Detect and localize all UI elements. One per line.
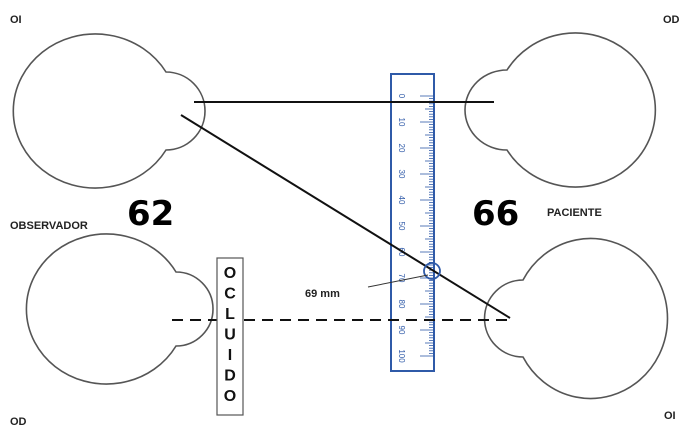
ruler-tick-label: 10 — [397, 118, 406, 127]
occluder-letter: U — [224, 327, 236, 344]
label-top-left: OI — [10, 14, 22, 26]
value-right: 66 — [472, 194, 519, 234]
occluder-letter: C — [224, 286, 236, 303]
ruler-tick-label: 30 — [397, 170, 406, 179]
label-patient: PACIENTE — [547, 207, 602, 219]
measure-circle — [423, 262, 441, 280]
label-bottom-left: OD — [10, 416, 27, 428]
eye-bottom-left — [25, 233, 214, 385]
value-left: 62 — [127, 194, 174, 234]
occluder-letter: I — [228, 347, 232, 364]
ruler-tick-label: 80 — [397, 300, 406, 309]
eye-top-left — [12, 33, 206, 189]
occluder-box — [216, 257, 244, 416]
occluder-letter: D — [224, 368, 236, 385]
occluder-letter: L — [225, 306, 235, 323]
diagonal-line — [180, 114, 511, 319]
measure-label: 69 mm — [305, 288, 340, 300]
ruler: 0 10 20 30 40 50 60 70 80 90 100 — [390, 73, 435, 372]
eye-bottom-right — [483, 237, 669, 400]
label-bottom-right: OI — [664, 410, 676, 422]
measure-pointer — [367, 274, 429, 288]
ruler-tick-label: 90 — [397, 326, 406, 335]
occluder-letter: O — [224, 265, 236, 282]
ruler-tick-label: 100 — [397, 349, 406, 363]
ruler-tick-label: 60 — [397, 248, 406, 257]
label-observer: OBSERVADOR — [10, 220, 88, 232]
occluder-letter: O — [224, 388, 236, 405]
ruler-tick-label: 0 — [397, 94, 406, 99]
ruler-body — [390, 73, 435, 372]
ruler-tick-label: 40 — [397, 196, 406, 205]
ruler-tick-label: 50 — [397, 222, 406, 231]
ruler-tick-label: 20 — [397, 144, 406, 153]
label-top-right: OD — [663, 14, 680, 26]
ruler-tick-label: 70 — [397, 274, 406, 283]
eye-top-right — [464, 32, 657, 188]
